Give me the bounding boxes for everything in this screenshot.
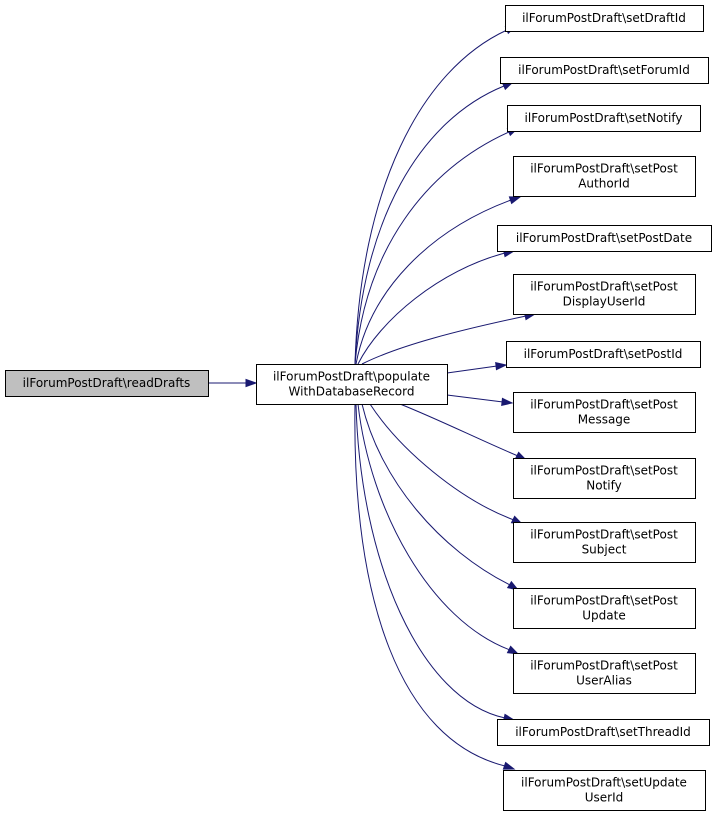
node-label: ilForumPostDraft\setPostDate <box>516 231 692 245</box>
edge-line <box>399 403 519 457</box>
node-label: ilForumPostDraft\setUpdate <box>521 776 687 790</box>
node-label: ilForumPostDraft\setPost <box>530 659 678 673</box>
node-box[interactable] <box>256 364 448 405</box>
node-box[interactable] <box>513 458 696 499</box>
nodes-layer: ilForumPostDraft\readDrafts ilForumPostDr… <box>5 5 712 811</box>
edge-readDrafts-to-populate <box>208 378 258 388</box>
node-box[interactable] <box>513 392 696 433</box>
edge-populate-to-setForumId <box>354 81 515 365</box>
arrowhead-icon <box>506 580 520 591</box>
node-box[interactable] <box>513 522 696 563</box>
node-label: Notify <box>586 479 621 493</box>
node-box[interactable] <box>503 770 706 811</box>
node-label: ilForumPostDraft\setPost <box>530 162 678 176</box>
node-label: AuthorId <box>578 177 630 191</box>
edge-populate-to-setPostNotify <box>399 403 528 461</box>
node-label: Subject <box>582 543 627 557</box>
node-box[interactable] <box>513 588 696 629</box>
node-label: Message <box>578 413 631 427</box>
node-box[interactable] <box>513 274 696 315</box>
node-box[interactable] <box>513 156 696 197</box>
node-label: ilForumPostDraft\setPost <box>530 398 678 412</box>
arrowhead-icon <box>502 761 516 770</box>
node-setDraftId[interactable]: ilForumPostDraft\setDraftId <box>505 5 704 32</box>
node-box[interactable] <box>497 719 710 746</box>
node-label: ilForumPostDraft\setPost <box>530 528 678 542</box>
edge-line <box>355 403 506 719</box>
edge-populate-to-setPostAuthorId <box>355 196 522 365</box>
node-populate[interactable]: ilForumPostDraft\populateWithDatabaseRec… <box>256 364 448 405</box>
arrowhead-icon <box>506 645 520 655</box>
edge-populate-to-setPostDate <box>357 249 516 365</box>
node-box[interactable] <box>507 105 701 132</box>
edge-populate-to-setPostId <box>446 361 508 374</box>
node-label: ilForumPostDraft\setPost <box>530 464 678 478</box>
node-label: WithDatabaseRecord <box>289 385 415 399</box>
node-label: ilForumPostDraft\setPost <box>530 594 678 608</box>
node-label: UserAlias <box>576 674 632 688</box>
arrowhead-icon <box>245 378 258 388</box>
edge-line <box>357 403 511 651</box>
node-label: ilForumPostDraft\setThreadId <box>515 725 691 739</box>
edge-line <box>355 199 512 365</box>
edge-line <box>446 394 504 403</box>
node-setThreadId[interactable]: ilForumPostDraft\setThreadId <box>497 719 710 746</box>
node-setForumId[interactable]: ilForumPostDraft\setForumId <box>500 57 709 84</box>
arrowhead-icon <box>508 196 522 205</box>
edge-line <box>354 131 510 365</box>
node-box[interactable] <box>497 225 712 252</box>
node-label: ilForumPostDraft\readDrafts <box>23 376 191 390</box>
edge-line <box>354 29 508 365</box>
edge-line <box>361 403 511 586</box>
node-label: ilForumPostDraft\setPost <box>530 280 678 294</box>
node-readDrafts[interactable]: ilForumPostDraft\readDrafts <box>5 370 209 397</box>
edge-line <box>354 85 505 365</box>
node-label: ilForumPostDraft\setPostId <box>524 347 683 361</box>
edge-populate-to-setPostUserAlias <box>357 403 520 655</box>
node-label: ilForumPostDraft\setNotify <box>525 111 683 125</box>
edge-populate-to-setPostUpdate <box>361 403 520 591</box>
edge-populate-to-setUpdateUserId <box>354 403 516 770</box>
node-setNotify[interactable]: ilForumPostDraft\setNotify <box>507 105 701 132</box>
node-box[interactable] <box>506 341 701 368</box>
arrowhead-icon <box>501 397 514 407</box>
edge-populate-to-setPostSubject <box>369 403 524 525</box>
edge-populate-to-setDraftId <box>354 25 518 365</box>
edge-line <box>357 252 506 365</box>
edge-populate-to-setThreadId <box>355 403 516 722</box>
edge-line <box>361 315 527 365</box>
edge-populate-to-setNotify <box>354 127 520 365</box>
node-label: ilForumPostDraft\setDraftId <box>522 11 686 25</box>
edge-populate-to-setPostMessage <box>446 394 514 407</box>
edge-line <box>369 403 515 521</box>
node-box[interactable] <box>505 5 704 32</box>
node-setPostId[interactable]: ilForumPostDraft\setPostId <box>506 341 701 368</box>
node-label: Update <box>582 609 625 623</box>
node-box[interactable] <box>500 57 709 84</box>
edge-line <box>354 403 506 767</box>
node-box[interactable] <box>513 653 696 694</box>
node-label: UserId <box>585 791 624 805</box>
node-label: ilForumPostDraft\populate <box>273 370 430 384</box>
arrowhead-icon <box>495 361 508 371</box>
node-setPostDate[interactable]: ilForumPostDraft\setPostDate <box>497 225 712 252</box>
node-box[interactable] <box>5 370 209 397</box>
node-label: ilForumPostDraft\setForumId <box>518 63 690 77</box>
edge-line <box>446 365 498 374</box>
node-label: DisplayUserId <box>563 295 646 309</box>
